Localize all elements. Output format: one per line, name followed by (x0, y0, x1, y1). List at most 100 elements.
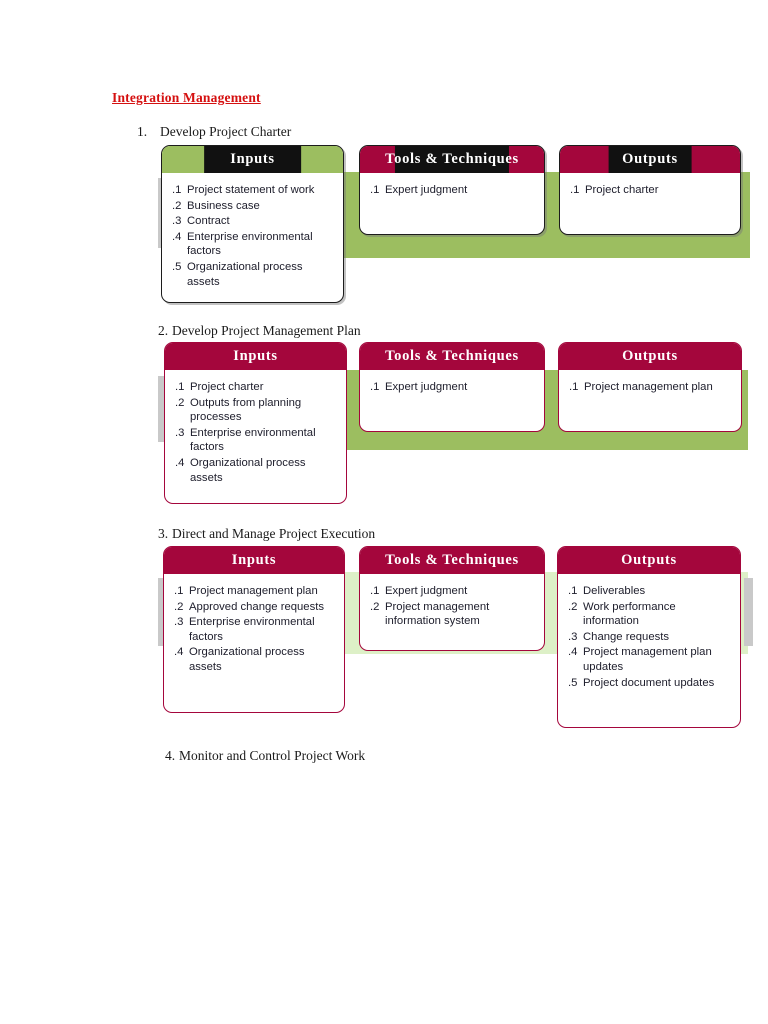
item-text: Deliverables (583, 585, 646, 597)
list-item: .3 Enterprise environmental factors (175, 426, 338, 455)
item-text: Project statement of work (187, 184, 315, 196)
header-plate (203, 146, 302, 173)
item-text: Approved change requests (189, 600, 325, 613)
box-header-outputs-3: Outputs (558, 547, 740, 574)
box-header-label: Outputs (621, 552, 677, 568)
box-header-label: Outputs (622, 348, 678, 364)
item-index: .3 (174, 616, 184, 629)
item-text: Enterprise environmental factors (187, 230, 313, 258)
process-number-1: 1. (137, 124, 148, 139)
item-text: Project management plan (189, 585, 318, 597)
box-header-label: Inputs (231, 552, 277, 568)
box-header-label: Inputs (230, 151, 275, 167)
itto-list-tools-1: .1 Expert judgment (370, 183, 536, 198)
process-name-2: Develop Project Management Plan (172, 323, 361, 338)
item-index: .5 (172, 260, 182, 273)
item-text: Organizational process assets (187, 260, 303, 288)
box-header-tools-1: Tools & Techniques (360, 146, 544, 173)
box-header-outputs-2: Outputs (559, 343, 741, 370)
item-index: .3 (175, 426, 185, 439)
box-header-inputs-1: Inputs (162, 146, 343, 173)
item-index: .4 (174, 646, 184, 659)
item-index: .1 (370, 585, 380, 597)
box-header-label: Tools & Techniques (385, 151, 519, 167)
list-item: .5 Organizational process assets (172, 260, 335, 289)
item-text: Enterprise environmental factors (189, 616, 315, 643)
item-index: .1 (568, 585, 578, 597)
item-index: .1 (569, 381, 579, 393)
process-caption-4: 4.Monitor and Control Project Work (165, 748, 365, 764)
diagram-3-side-tab-left (158, 578, 167, 646)
item-index: .1 (370, 184, 380, 196)
process-caption-1: 1. Develop Project Charter (137, 124, 291, 140)
box-body-tools-1: .1 Expert judgment (360, 173, 544, 209)
item-index: .3 (172, 215, 182, 228)
item-text: Project document updates (583, 676, 715, 689)
item-text: Expert judgment (385, 184, 468, 196)
item-index: .2 (175, 396, 185, 409)
list-item: .3 Enterprise environmental factors (174, 615, 336, 644)
box-header-outputs-1: Outputs (560, 146, 740, 173)
itto-box-tools-1: Tools & Techniques .1 Expert judgment (359, 145, 545, 235)
item-index: .1 (172, 184, 182, 196)
process-name-1: Develop Project Charter (160, 124, 292, 139)
box-header-inputs-2: Inputs (165, 343, 346, 370)
box-header-label: Tools & Techniques (385, 552, 519, 568)
item-text: Organizational process assets (189, 646, 305, 673)
process-number-2: 2. (158, 323, 169, 338)
diagram-2-side-tab (158, 376, 167, 442)
item-text: Enterprise environmental factors (190, 426, 316, 454)
itto-box-inputs-3: Inputs .1 Project management plan .2 Appro… (163, 546, 345, 713)
item-text: Work performance information (583, 600, 676, 628)
item-text: Change requests (583, 630, 670, 643)
item-index: .2 (174, 600, 184, 613)
box-body-inputs-3: .1 Project management plan .2 Approved cha… (164, 574, 344, 686)
box-header-tools-3: Tools & Techniques (360, 547, 544, 574)
item-text: Organizational process assets (190, 456, 306, 484)
item-index: .1 (174, 585, 184, 597)
item-text: Project charter (190, 381, 264, 393)
item-text: Outputs from planning processes (190, 396, 302, 424)
box-header-label: Tools & Techniques (385, 348, 519, 364)
list-item: .1 Project statement of work (172, 183, 335, 198)
box-header-tools-2: Tools & Techniques (360, 343, 544, 370)
itto-list-inputs-3: .1 Project management plan .2 Approved cha… (174, 584, 336, 675)
process-name-3: Direct and Manage Project Execution (172, 526, 376, 541)
item-text: Project management information system (385, 600, 490, 628)
header-plate (394, 146, 510, 173)
item-text: Contract (187, 215, 230, 228)
item-index: .1 (370, 381, 380, 393)
list-item: .1 Expert judgment (370, 183, 536, 198)
box-header-inputs-3: Inputs (164, 547, 344, 574)
process-caption-3: 3.Direct and Manage Project Execution (158, 526, 375, 542)
item-text: Project charter (585, 184, 659, 196)
process-number-4: 4. (165, 748, 176, 763)
process-caption-2: 2.Develop Project Management Plan (158, 323, 361, 339)
